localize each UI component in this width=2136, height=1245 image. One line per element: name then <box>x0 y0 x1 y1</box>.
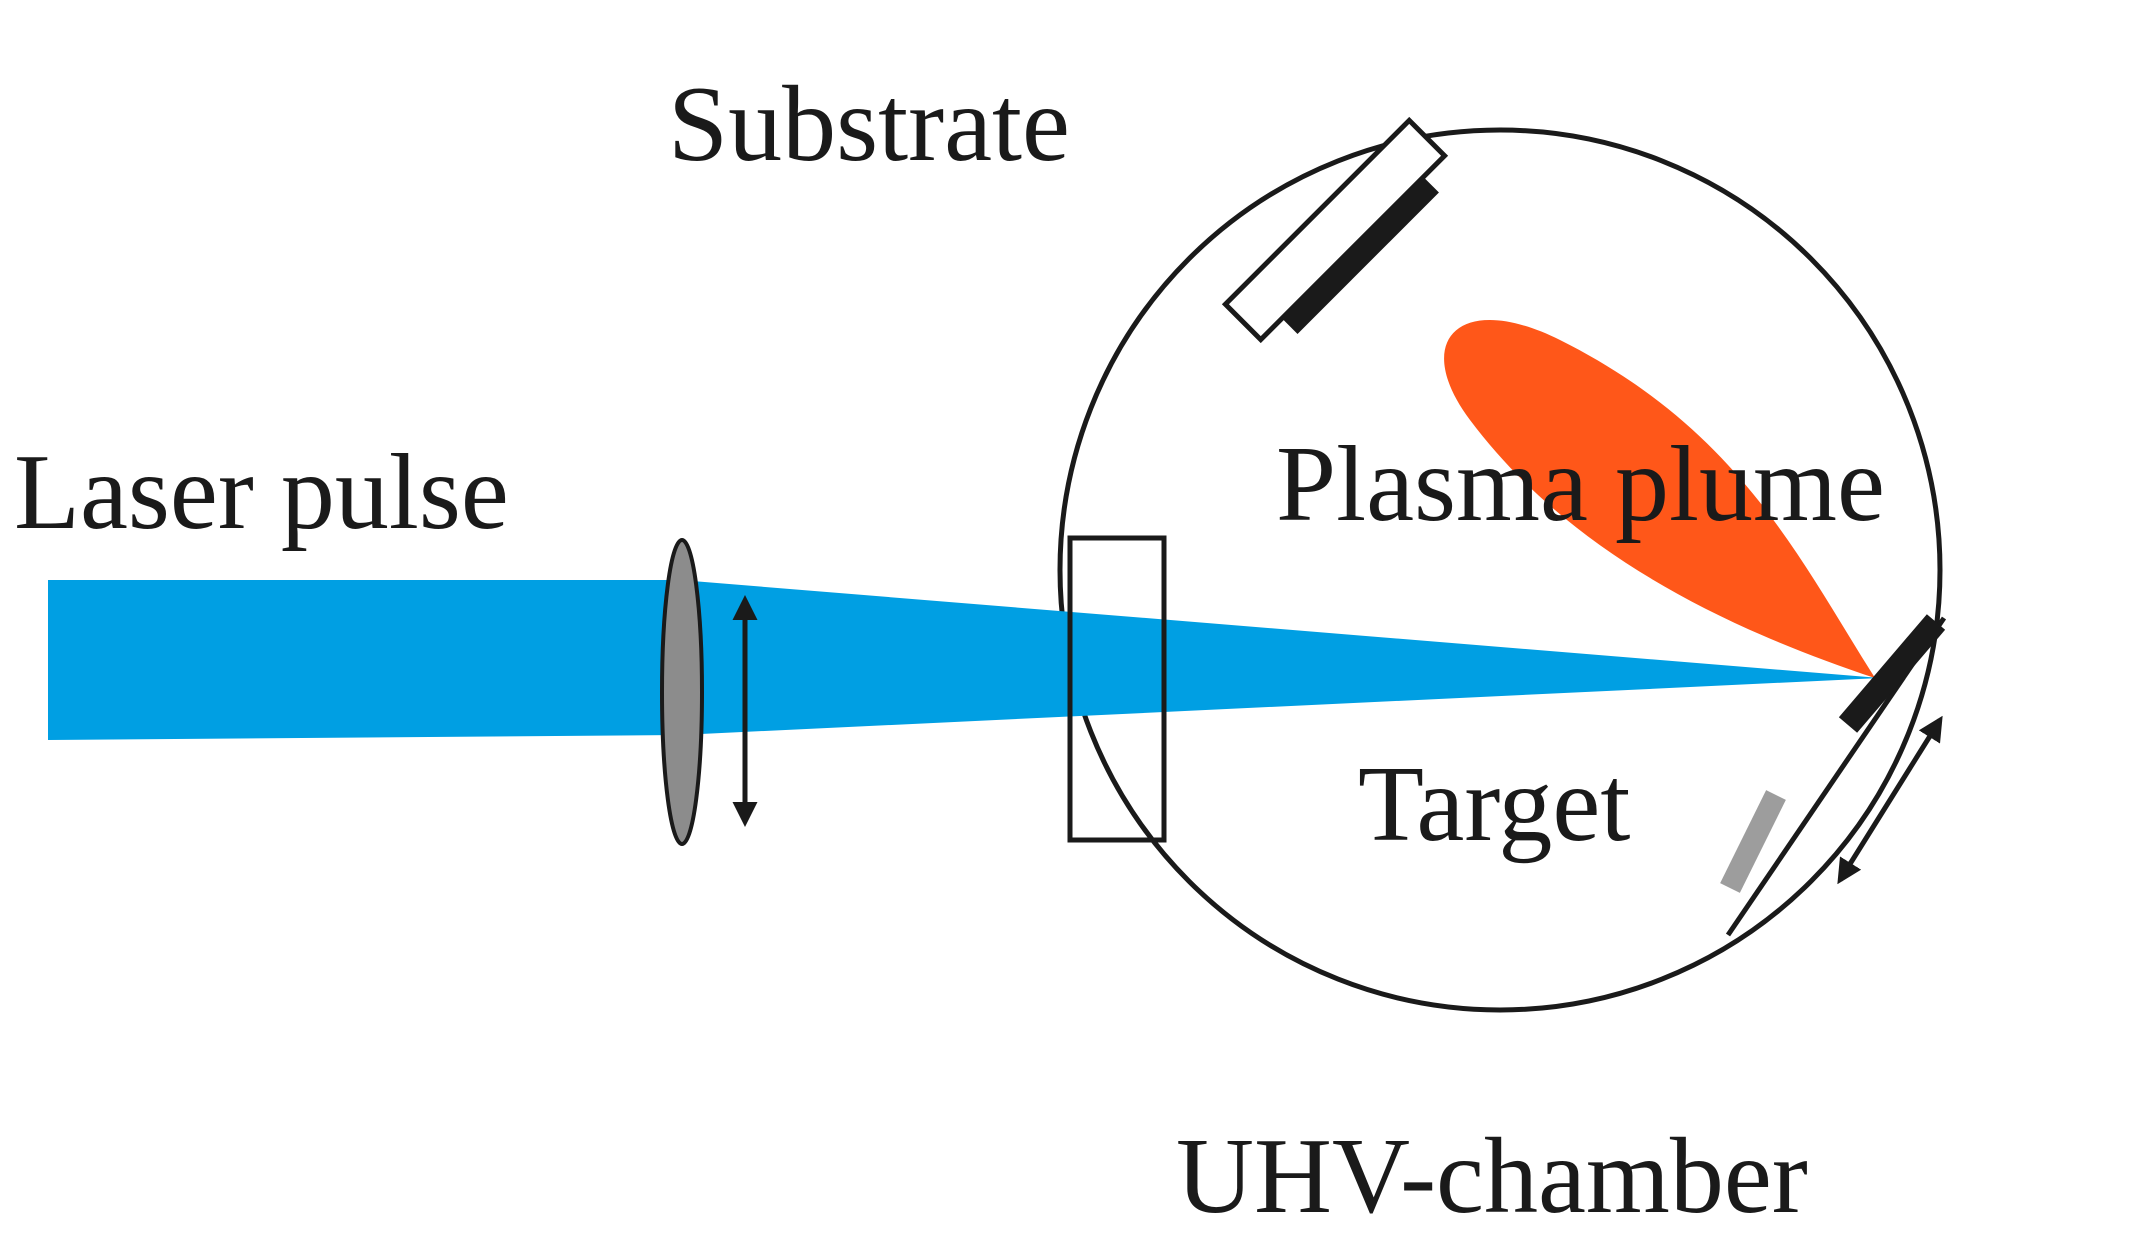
chamber-window-icon <box>1067 535 1167 843</box>
label-uhv-chamber: UHV-chamber <box>1176 1117 1808 1236</box>
substrate-assembly <box>1221 116 1449 344</box>
label-target: Target <box>1358 745 1630 864</box>
label-substrate: Substrate <box>668 65 1070 184</box>
target-material <box>1838 614 1946 733</box>
target-material-back <box>1720 790 1786 893</box>
substrate-film <box>1281 176 1439 334</box>
label-laser-pulse: Laser pulse <box>14 433 509 552</box>
plasma-plume <box>1444 319 1875 678</box>
uhv-chamber <box>1057 127 1943 1013</box>
label-plasma-plume: Plasma plume <box>1276 425 1885 544</box>
convex-lens-icon <box>660 538 704 846</box>
laser-beam <box>48 580 1880 740</box>
substrate-holder <box>1221 116 1449 344</box>
target-double-arrow-icon <box>1837 715 1943 885</box>
